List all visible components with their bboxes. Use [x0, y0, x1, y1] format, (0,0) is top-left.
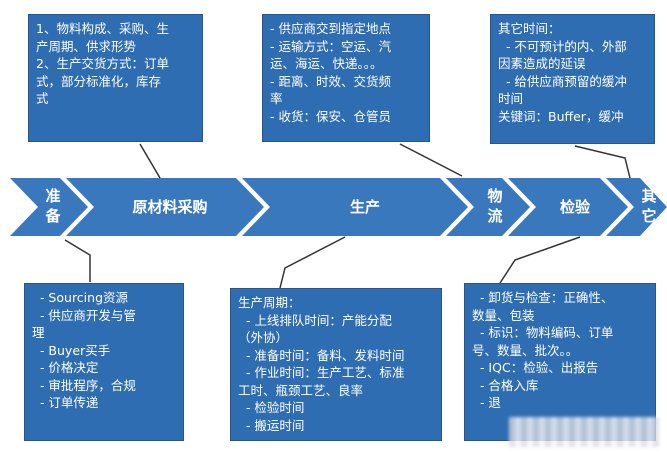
note-line: 工时、瓶颈工艺、良率 — [238, 382, 364, 398]
note-line: 时间 — [498, 91, 524, 106]
note-line: - 供应商开发与管 — [32, 307, 136, 323]
note-box-top-middle: - 供应商交到指定地点 - 运输方式：空运、汽 运、海运、快递。。。 - 距离、… — [262, 14, 430, 142]
stage-label-logistics: 物 流 — [487, 187, 503, 225]
note-line: 产周期、供求形势 — [36, 38, 137, 54]
note-box-top-left: 1、物料构成、采购、生 产周期、供求形势 2、生产交货方式：订单 式，部分标准化… — [28, 14, 203, 142]
note-line: 其它时间： — [498, 21, 561, 36]
note-box-bottom-right: - 卸货与检查：正确性、 数量、包装 - 标识：物料编码、订单 号、数量、批次。… — [464, 283, 656, 441]
stage-label-inspection: 检验 — [559, 198, 590, 216]
note-line: - 检验时间 — [238, 400, 305, 415]
note-line: - 合格入库 — [472, 377, 539, 393]
note-line: 2、生产交货方式：订单 — [36, 56, 169, 71]
note-line: - 订单传递 — [32, 395, 99, 410]
note-line: 率 — [270, 91, 283, 106]
stage-arrow-logistics — [446, 178, 530, 236]
note-line: - 距离、时效、交货频 — [270, 73, 391, 89]
note-line: - Buyer买手 — [32, 342, 111, 358]
note-line: 因素造成的延误 — [498, 56, 586, 71]
stage-label-production: 生产 — [349, 198, 380, 216]
stage-arrow-production — [242, 178, 468, 236]
note-line: - 作业时间：生产工艺、标准 — [238, 365, 405, 380]
note-line: 式，部分标准化，库存 — [36, 73, 162, 89]
note-line: - 退 — [472, 395, 501, 410]
note-line: - Sourcing资源 — [32, 290, 129, 305]
blurred-watermark — [509, 417, 659, 447]
callout-line-top-left — [139, 143, 161, 179]
stage-arrow-other — [606, 178, 667, 236]
note-line: 式 — [36, 91, 49, 106]
note-line: 关键词：Buffer，缓冲 — [498, 108, 624, 124]
note-line: 运、海运、快递。。。 — [270, 56, 383, 71]
callout-line-bottom-middle — [279, 236, 346, 289]
note-box-bottom-middle: 生产周期： - 上线排队时间：产能分配 （外协） - 准备时间：备料、发料时间 … — [230, 288, 442, 441]
callout-line-bottom-right — [499, 236, 581, 284]
note-line: 理 — [32, 325, 45, 340]
note-line: 生产周期： — [238, 295, 301, 310]
note-line: 数量、包装 — [472, 307, 535, 323]
callout-line-top-right — [574, 145, 631, 179]
stage-label-raw-material: 原材料采购 — [132, 198, 208, 216]
note-box-bottom-left: - Sourcing资源 - 供应商开发与管 理 - Buyer买手 - 价格决… — [24, 283, 184, 441]
callout-line-bottom-left — [64, 239, 91, 282]
note-line: - 供应商交到指定地点 — [270, 21, 391, 36]
callout-line-top-middle — [399, 143, 463, 177]
note-line: - 上线排队时间：产能分配 — [238, 312, 392, 328]
note-line: - 收货：保安、仓管员 — [270, 108, 391, 124]
stage-arrow-prep — [10, 178, 88, 236]
note-line: 号、数量、批次。。 — [472, 342, 579, 358]
stage-label-prep: 准 备 — [45, 187, 61, 225]
note-line: （外协） — [238, 330, 289, 345]
note-line: - 卸货与检查：正确性、 — [472, 290, 614, 305]
note-line: - 搬运时间 — [238, 417, 305, 433]
note-line: - 准备时间：备料、发料时间 — [238, 347, 405, 363]
stage-arrow-raw-material — [66, 178, 264, 236]
note-line: - 审批程序，合规 — [32, 377, 136, 393]
note-line: - IQC：检验、出报告 — [472, 360, 599, 375]
note-line: - 不可预计的内、外部 — [498, 38, 627, 54]
note-line: - 价格决定 — [32, 360, 99, 375]
note-line: - 运输方式：空运、汽 — [270, 38, 391, 54]
note-line: - 给供应商预留的缓冲 — [498, 73, 627, 89]
note-line: - 标识：物料编码、订单 — [472, 325, 614, 340]
note-box-top-right: 其它时间： - 不可预计的内、外部 因素造成的延误 - 给供应商预留的缓冲 时间… — [490, 14, 655, 144]
note-line: 1、物料构成、采购、生 — [36, 21, 169, 36]
stage-arrow-inspection — [508, 178, 628, 236]
stage-label-other: 其 它 — [641, 187, 657, 225]
